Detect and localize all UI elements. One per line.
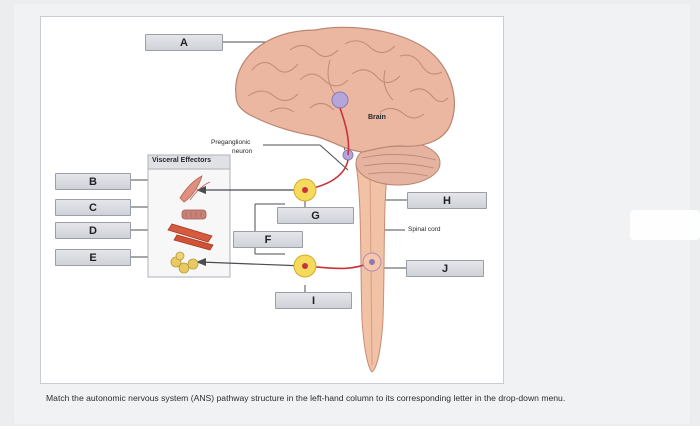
label-letter-f: F [264,233,272,246]
label-box-b[interactable]: B [55,173,131,190]
screen-glare [630,210,700,240]
label-box-h[interactable]: H [407,192,487,209]
label-box-i[interactable]: I [275,292,352,309]
instructions-text: Match the autonomic nervous system (ANS)… [46,393,566,403]
label-box-e[interactable]: E [55,249,131,266]
label-box-f[interactable]: F [233,231,303,248]
spinal-cord-label: Spinal cord [408,226,441,233]
label-box-j[interactable]: J [406,260,484,277]
brain-label: Brain [368,114,386,121]
effector-cardiac-muscle [181,209,207,220]
brain-nucleus [331,91,349,109]
brain [235,26,456,153]
label-box-g[interactable]: G [277,207,354,224]
label-letter-i: I [311,294,316,307]
preganglionic-label-line1: Preganglionic [211,139,251,146]
visceral-effectors-label: Visceral Effectors [152,157,212,164]
label-box-d[interactable]: D [55,222,131,239]
label-letter-a: A [180,36,188,49]
effector-gland-cells [170,251,199,274]
label-letter-c: C [89,201,97,214]
preganglionic-label-line2: neuron [232,148,253,155]
label-letter-d: D [89,224,97,237]
label-box-c[interactable]: C [55,199,131,216]
label-box-a[interactable]: A [145,34,223,51]
label-letter-h: H [443,194,451,207]
effector-smooth-muscle [179,175,211,203]
label-letter-j: J [441,262,449,275]
effector-skeletal-muscle [167,223,214,251]
label-letter-b: B [89,175,97,188]
label-letter-e: E [89,251,97,264]
label-letter-g: G [311,209,320,222]
